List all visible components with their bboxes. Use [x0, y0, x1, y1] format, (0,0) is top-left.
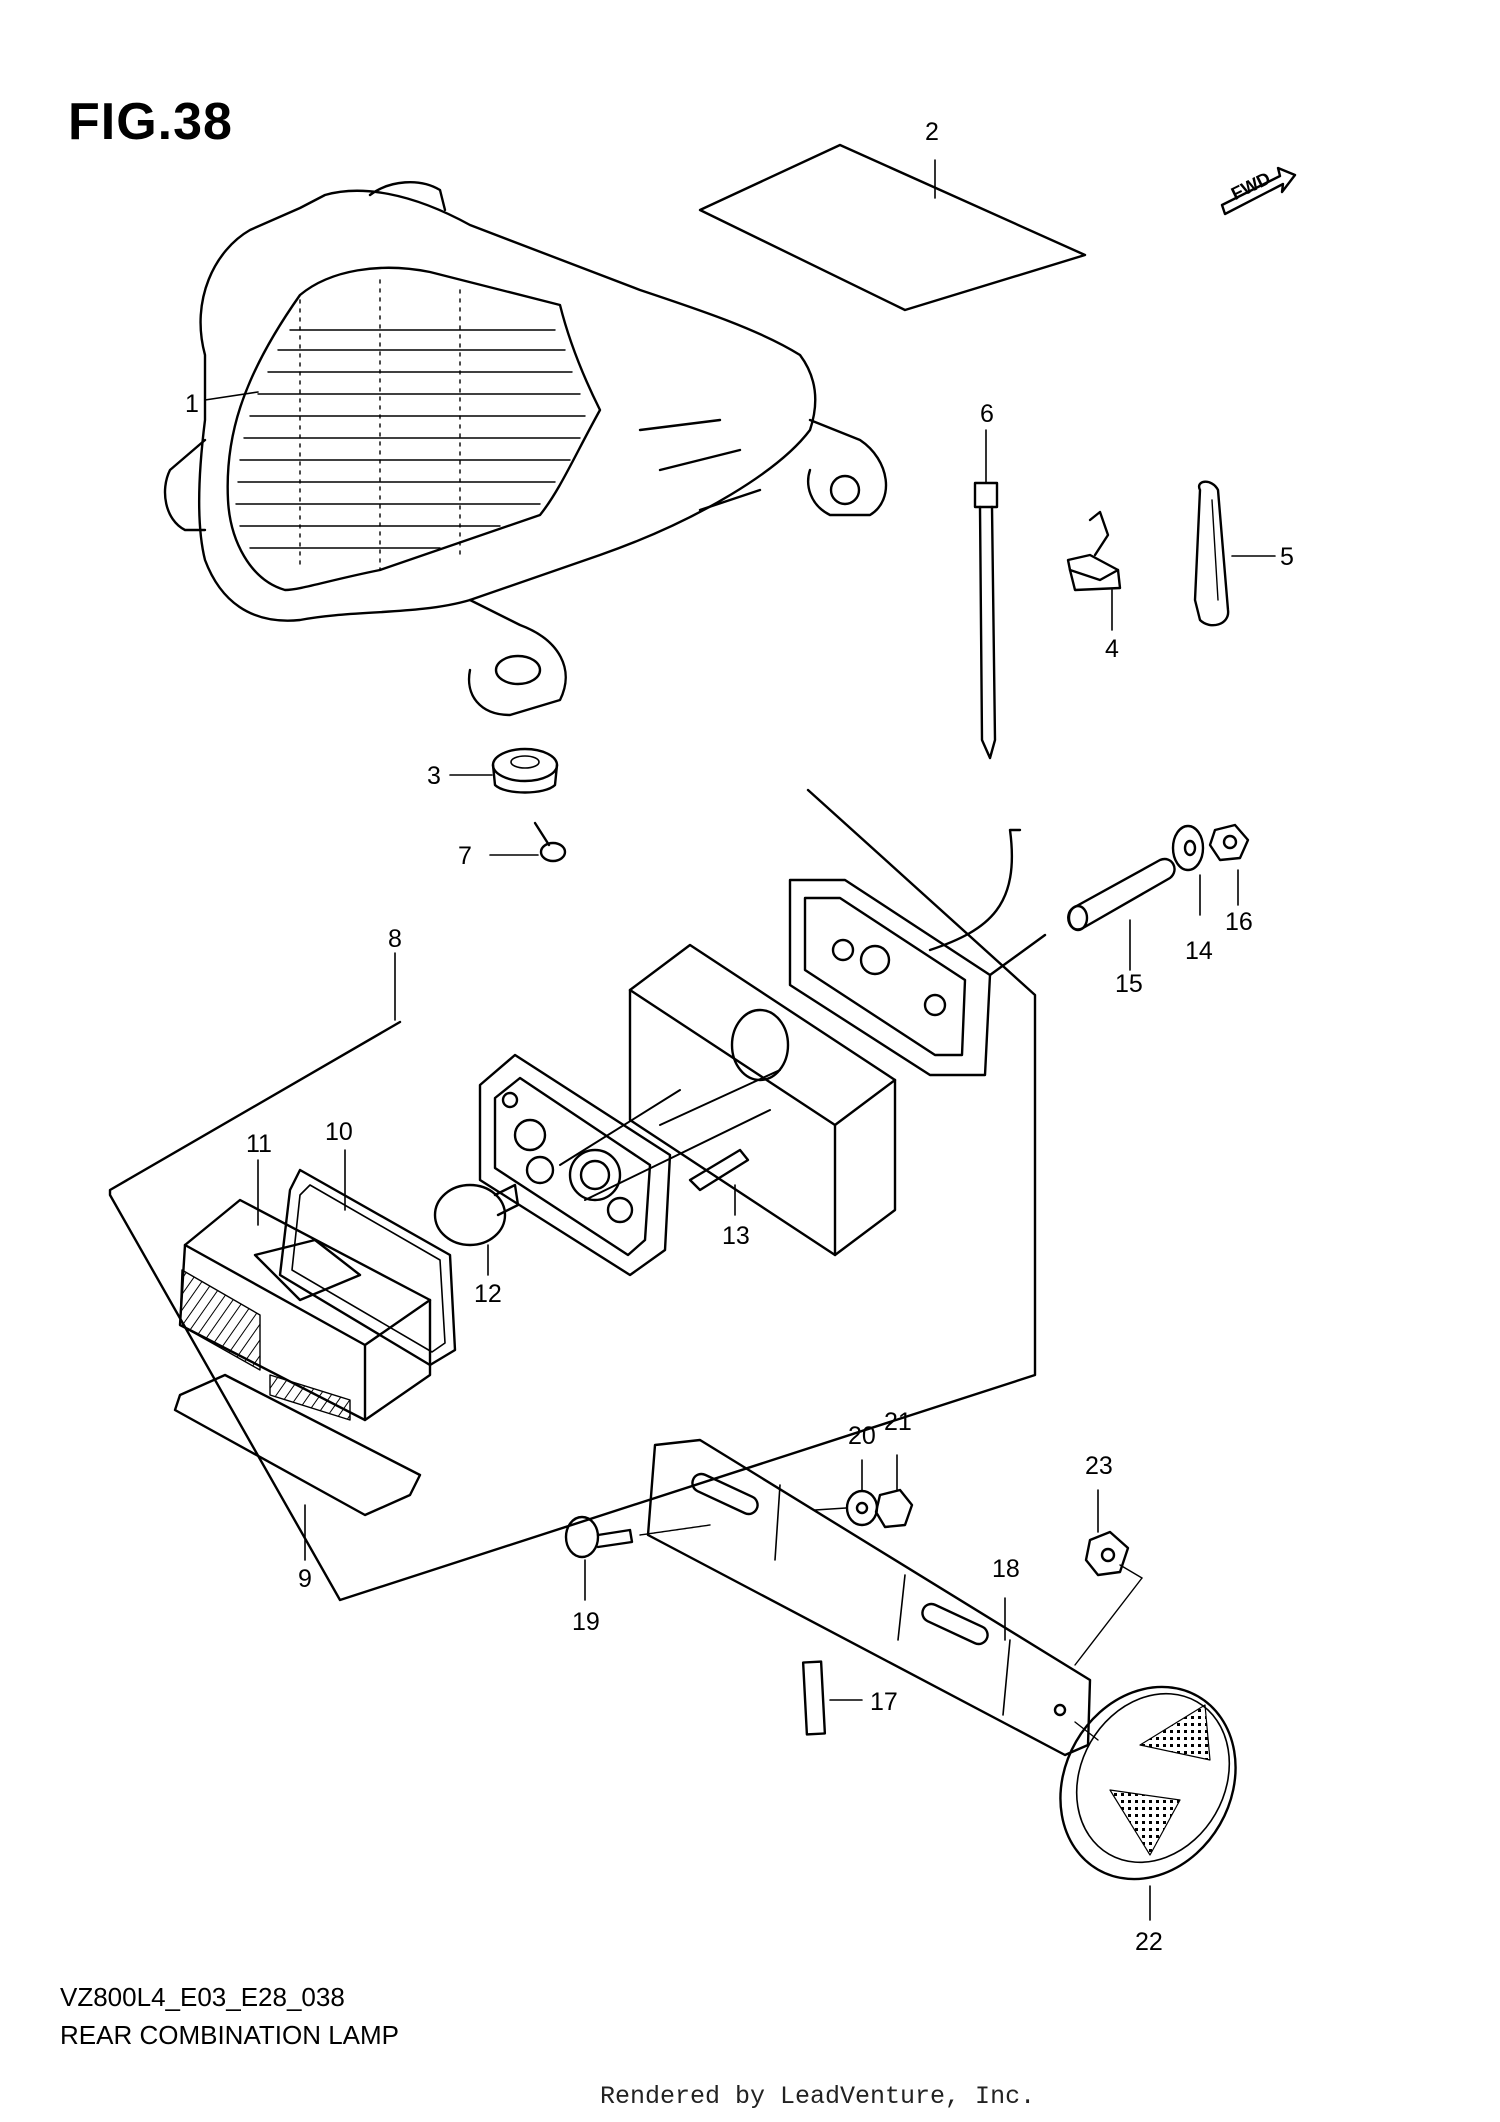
rear-gasket	[788, 828, 1047, 1077]
callout-7: 7	[458, 842, 472, 870]
model-code: VZ800L4_E03_E28_038	[60, 1982, 345, 2012]
bolt-19	[564, 1515, 711, 1601]
callout-12: 12	[474, 1280, 502, 1308]
render-credit: Rendered by LeadVenture, Inc.	[600, 2082, 1036, 2111]
nut-16	[1208, 823, 1250, 906]
callout-18: 18	[992, 1555, 1020, 1583]
callout-22: 22	[1135, 1928, 1163, 1956]
fwd-arrow-icon	[1220, 166, 1297, 216]
long-screws	[559, 1069, 781, 1201]
washer-14	[1171, 824, 1205, 916]
lamp-body	[628, 943, 897, 1257]
callout-19: 19	[572, 1608, 600, 1636]
label-sheet	[698, 143, 1087, 312]
bulb	[433, 1183, 520, 1276]
callout-16: 16	[1225, 908, 1253, 936]
callout-21: 21	[884, 1408, 912, 1436]
license-lens	[173, 1373, 422, 1561]
callout-14: 14	[1185, 937, 1213, 965]
callout-17: 17	[870, 1688, 898, 1716]
clip-17	[801, 1660, 863, 1736]
screw-13	[688, 1148, 750, 1216]
figure-title: FIG.38	[68, 93, 233, 151]
grommet	[449, 747, 559, 794]
callout-13: 13	[722, 1222, 750, 1250]
callout-4: 4	[1105, 635, 1119, 663]
callout-23: 23	[1085, 1452, 1113, 1480]
callout-5: 5	[1280, 543, 1294, 571]
cable-tie	[973, 429, 999, 760]
reflector	[1059, 1685, 1237, 1921]
lens-gasket	[278, 1149, 457, 1367]
callout-11: 11	[246, 1130, 272, 1158]
callout-15: 15	[1115, 970, 1143, 998]
screw-7	[489, 821, 567, 863]
callout-9: 9	[298, 1565, 312, 1593]
callout-2: 2	[925, 118, 939, 146]
lens	[178, 1159, 432, 1422]
figure-caption: REAR COMBINATION LAMP	[60, 2020, 400, 2050]
leader-1	[204, 391, 259, 401]
callout-6: 6	[980, 400, 994, 428]
spacer-tube	[1067, 857, 1176, 971]
wire-clamp	[1066, 510, 1122, 631]
callout-1: 1	[185, 390, 199, 418]
callout-3: 3	[427, 762, 441, 790]
mounting-band	[1193, 480, 1276, 627]
bracket	[646, 1438, 1092, 1757]
nut-21	[814, 1454, 914, 1529]
callout-8: 8	[388, 925, 402, 953]
callout-20: 20	[848, 1422, 876, 1450]
washer-20	[845, 1459, 879, 1527]
assembly-box	[108, 788, 1037, 1602]
tail-lamp-housing	[163, 181, 888, 717]
socket-plate	[478, 1053, 672, 1277]
callout-10: 10	[325, 1118, 353, 1146]
